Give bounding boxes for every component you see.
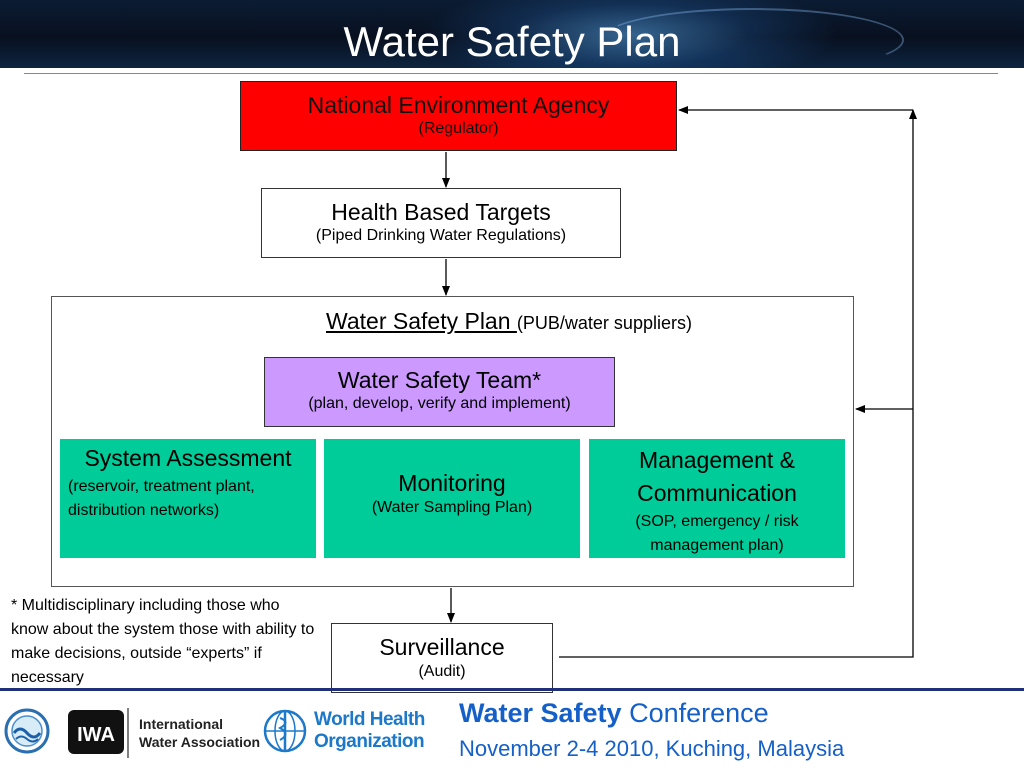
iwa-logo: IWA International Water Association xyxy=(66,706,260,760)
iwa-mark-text: IWA xyxy=(77,724,115,746)
node-surveillance-title: Surveillance xyxy=(379,634,505,660)
conference-title-rest: Conference xyxy=(621,698,769,728)
node-mgmt-title: Management & Communication xyxy=(637,447,797,506)
node-nea-subtitle: (Regulator) xyxy=(418,120,499,137)
header-swoosh xyxy=(600,8,904,68)
node-management-communication: Management & Communication (SOP, emergen… xyxy=(589,439,845,558)
iwa-name: International Water Association xyxy=(139,715,260,751)
iwa-line1: International xyxy=(139,716,224,732)
who-name: World Health Organization xyxy=(314,709,425,753)
node-system-assessment: System Assessment (reservoir, treatment … xyxy=(60,439,316,558)
wsp-subtitle: (PUB/water suppliers) xyxy=(516,313,692,333)
node-sa-title: System Assessment xyxy=(84,445,292,471)
node-monitoring-title: Monitoring xyxy=(398,470,506,496)
iwa-line2: Water Association xyxy=(139,734,261,750)
node-health-based-targets: Health Based Targets (Piped Drinking Wat… xyxy=(261,188,621,258)
node-sa-subtitle: (reservoir, treatment plant, distributio… xyxy=(68,478,255,519)
title-divider xyxy=(24,73,998,74)
who-line2: Organization xyxy=(314,731,425,752)
node-hbt-title: Health Based Targets xyxy=(331,199,551,225)
iwa-logo-icon: IWA xyxy=(68,708,129,758)
edge-surveillance-feedback-loop xyxy=(559,109,917,658)
slide-header xyxy=(0,0,1024,68)
node-mgmt-subtitle: (SOP, emergency / risk management plan) xyxy=(635,513,799,554)
who-line1: World Health xyxy=(314,709,425,730)
node-team-subtitle: (plan, develop, verify and implement) xyxy=(308,395,571,412)
who-emblem-icon xyxy=(263,709,307,753)
footer-divider xyxy=(0,688,1024,691)
node-nea-title: National Environment Agency xyxy=(307,92,610,118)
node-water-safety-plan-heading: Water Safety Plan (PUB/water suppliers) xyxy=(326,307,692,337)
node-national-environment-agency: National Environment Agency (Regulator) xyxy=(240,81,677,151)
conference-dates: November 2-4 2010, Kuching, Malaysia xyxy=(459,736,845,761)
who-logo: World Health Organization xyxy=(260,704,425,758)
conference-title-bold: Water Safety xyxy=(459,698,622,728)
mwa-logo-icon xyxy=(4,708,50,754)
node-team-title: Water Safety Team* xyxy=(337,367,542,393)
node-surveillance-subtitle: (Audit) xyxy=(418,663,466,680)
node-water-safety-team: Water Safety Team* (plan, develop, verif… xyxy=(264,357,615,427)
team-footnote: * Multidisciplinary including those who … xyxy=(11,597,315,686)
wsp-title: Water Safety Plan xyxy=(326,308,517,334)
node-monitoring-subtitle: (Water Sampling Plan) xyxy=(371,499,533,516)
node-surveillance: Surveillance (Audit) xyxy=(331,623,553,693)
node-monitoring: Monitoring (Water Sampling Plan) xyxy=(324,439,580,558)
node-hbt-subtitle: (Piped Drinking Water Regulations) xyxy=(315,227,567,244)
conference-title: Water Safety Conference xyxy=(459,696,769,730)
slide-title: Water Safety Plan xyxy=(343,18,681,65)
